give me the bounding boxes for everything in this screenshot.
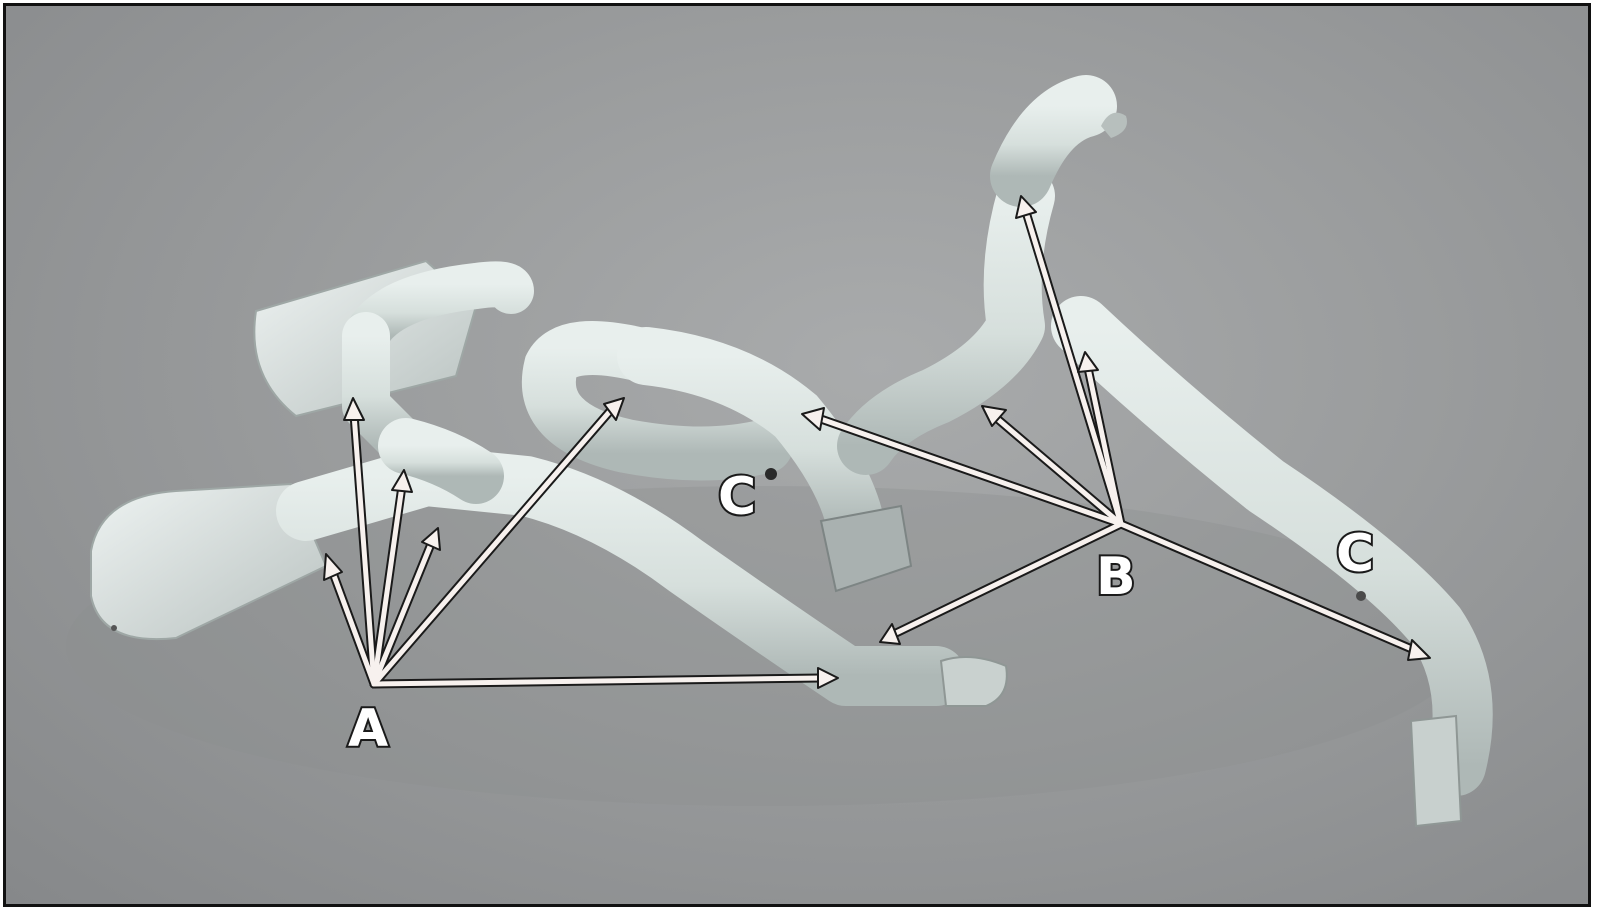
- left-y-pipe: [276, 261, 966, 706]
- right-flange: [1409, 714, 1463, 828]
- label-b: B: [1096, 547, 1136, 607]
- middle-flange: [819, 504, 913, 593]
- hole: [1356, 591, 1366, 601]
- lower-tab: [939, 656, 1008, 707]
- label-a: A: [348, 699, 388, 759]
- label-c-right: C: [1336, 524, 1374, 584]
- middle-u-pipe: [521, 321, 885, 555]
- label-c-middle: C: [718, 467, 756, 527]
- arrows-a: [323, 397, 839, 689]
- photo-frame: A B C C: [3, 3, 1591, 907]
- upper-right-tab: [1101, 112, 1127, 138]
- arrows-b: [801, 195, 1431, 661]
- exhaust-photo: A B C C: [66, 75, 1493, 828]
- right-pipe-assembly: [837, 75, 1493, 796]
- hole: [765, 468, 777, 480]
